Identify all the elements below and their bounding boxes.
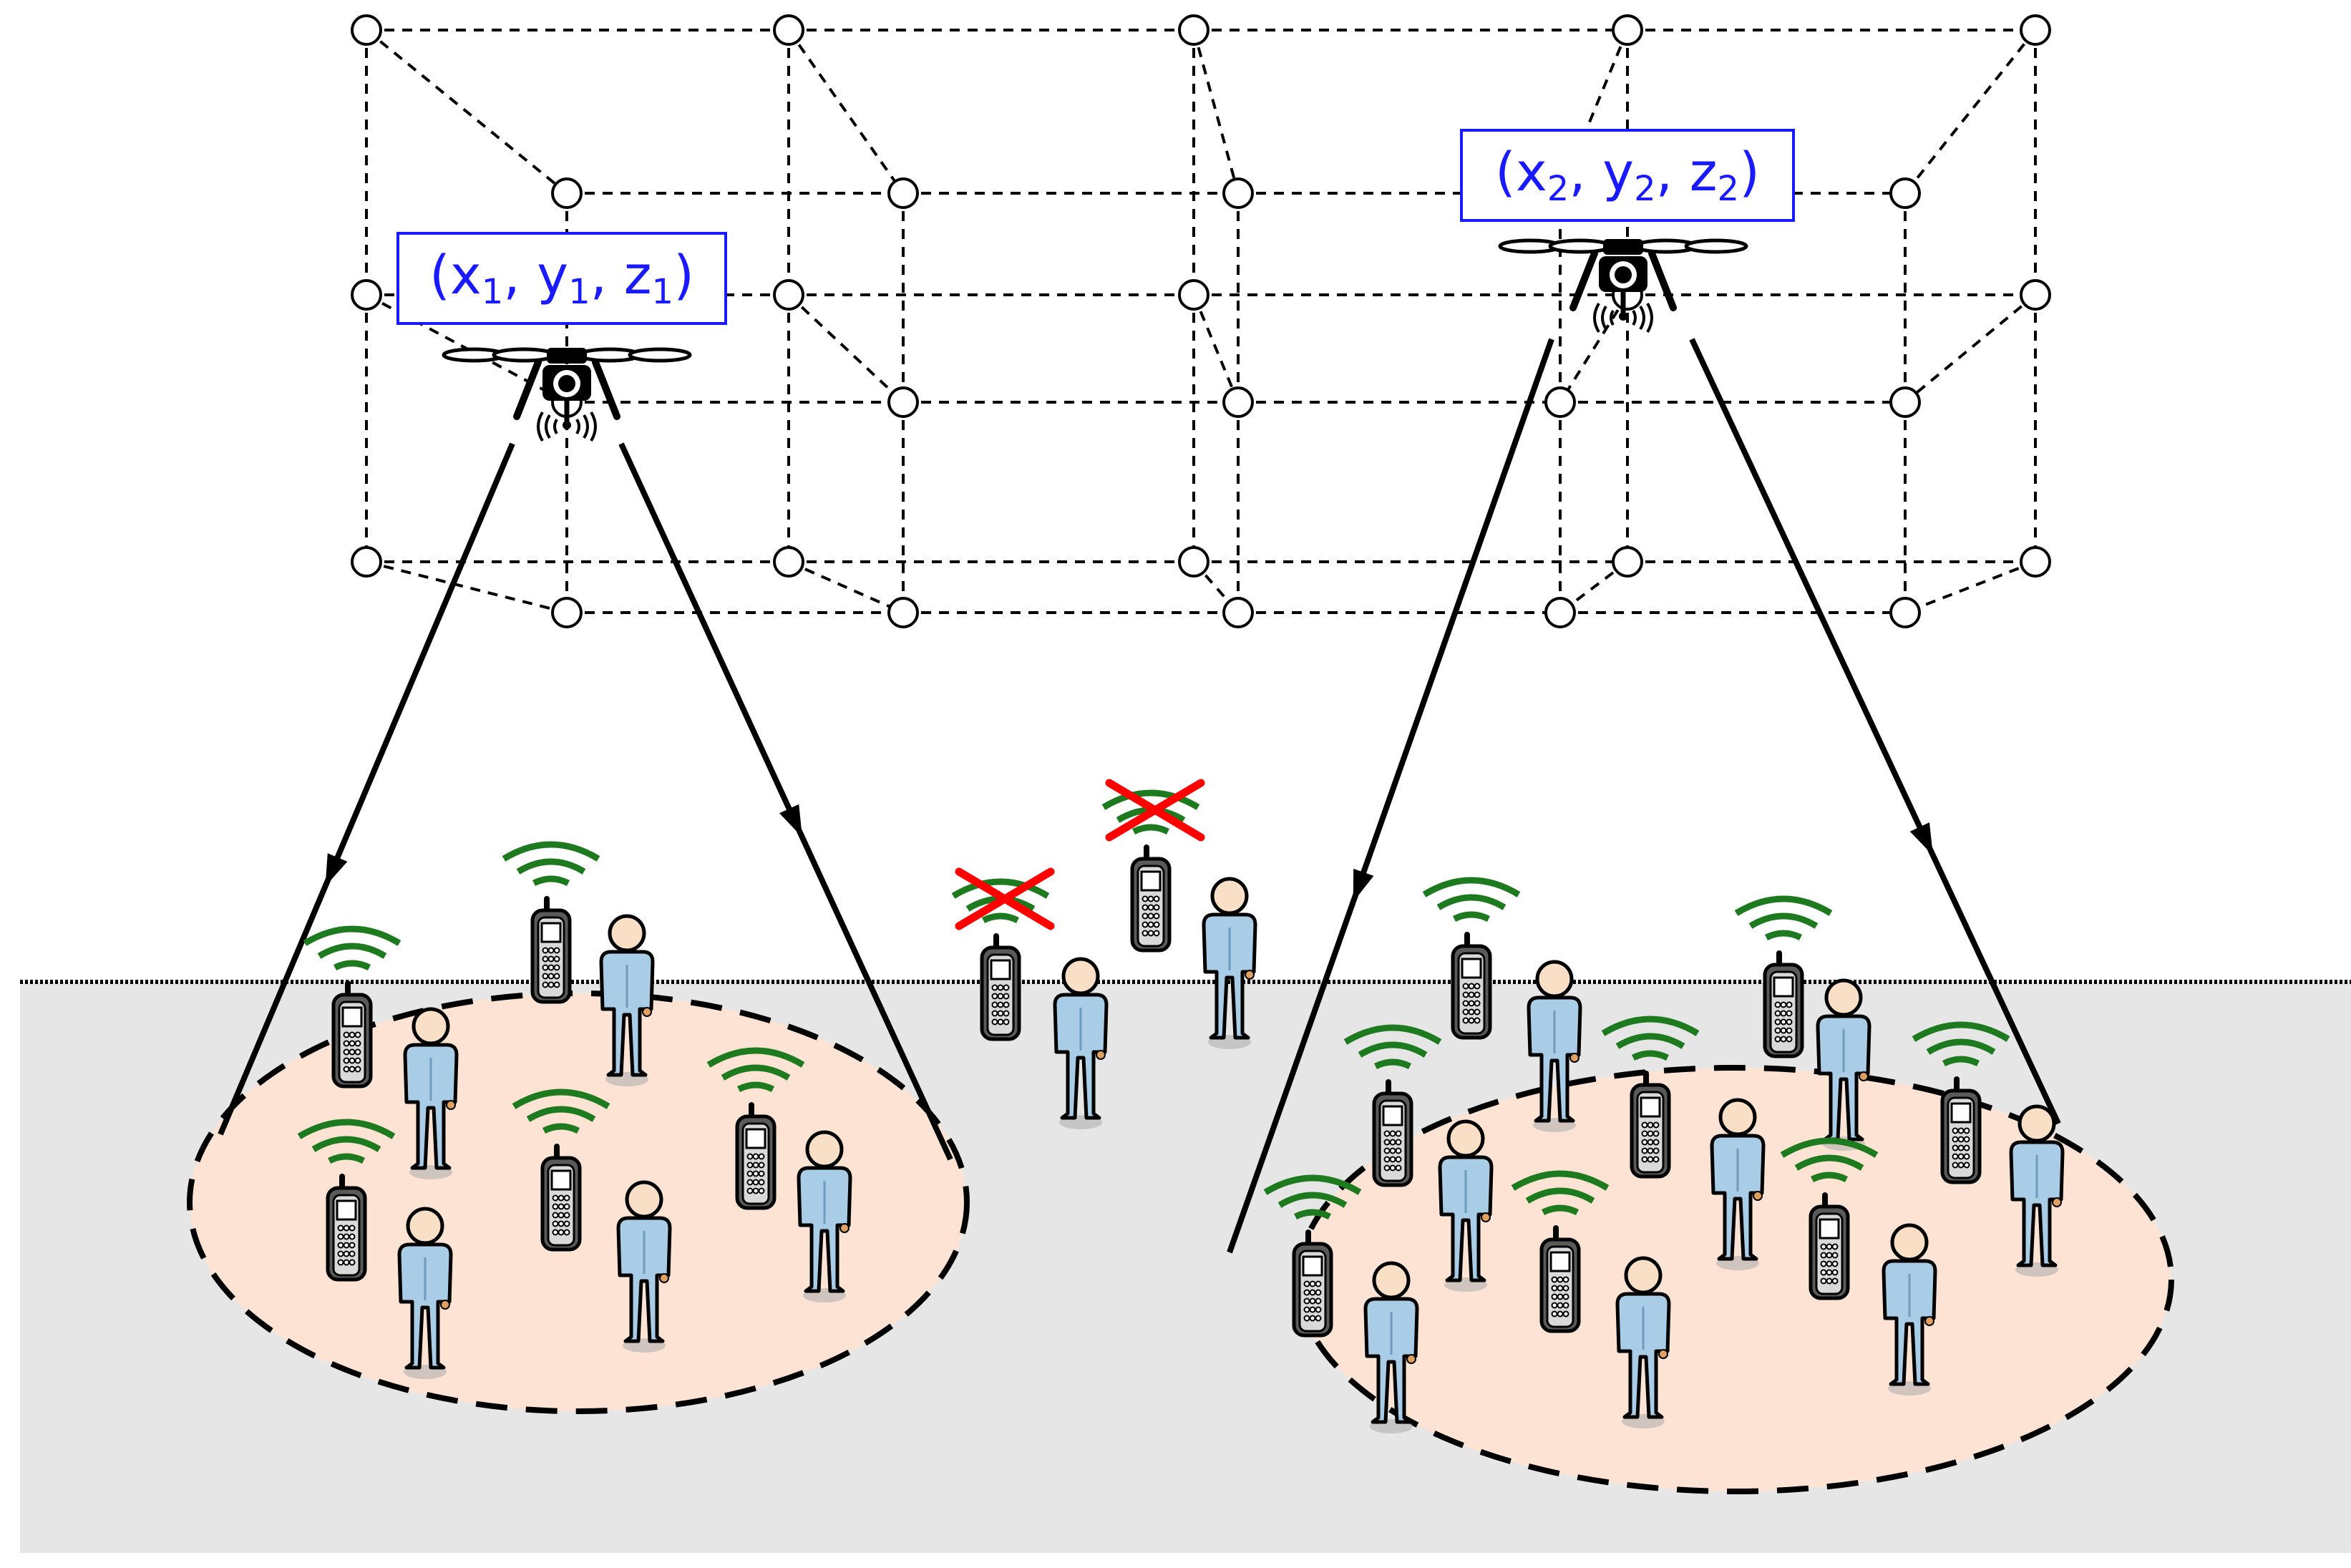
beam-arrowhead	[1353, 868, 1374, 902]
grid-node-icon	[551, 177, 583, 209]
grid-node-icon	[1889, 597, 1921, 628]
beam-arrowhead	[325, 853, 348, 887]
grid-node-icon	[1889, 177, 1921, 209]
candidate-position-grid	[351, 14, 2051, 628]
mobile-phone-icon	[1132, 847, 1169, 950]
mobile-phone-icon	[542, 1146, 580, 1250]
grid-node-icon	[2020, 546, 2051, 578]
grid-edge	[1192, 294, 1240, 403]
grid-node-icon	[551, 597, 583, 628]
grid-edge	[787, 29, 905, 195]
grid-node-icon	[2020, 279, 2051, 311]
mobile-phone-icon	[1453, 935, 1490, 1038]
quadcopter-drone-icon	[1500, 239, 1746, 332]
grid-node-icon	[351, 14, 382, 46]
beam-arrowhead	[779, 804, 802, 837]
grid-edge	[1904, 293, 2037, 404]
uav-coverage-beams	[218, 338, 2061, 1254]
grid-node-icon	[351, 279, 382, 311]
grid-edge	[1904, 29, 2037, 195]
mobile-phone-icon	[1374, 1082, 1411, 1185]
mobile-phone-icon	[532, 899, 570, 1002]
grid-node-icon	[1222, 177, 1254, 209]
grid-node-icon	[887, 386, 919, 418]
mobile-phone-icon	[982, 936, 1019, 1039]
grid-node-icon	[1544, 386, 1576, 418]
grid-edge	[1904, 560, 2036, 614]
grid-node-icon	[1178, 14, 1209, 46]
grid-node-icon	[1222, 597, 1254, 628]
mobile-phone-icon	[328, 1177, 365, 1280]
mobile-phone-icon	[1542, 1228, 1579, 1331]
wifi-signal-icon	[1736, 899, 1831, 938]
grid-node-icon	[887, 177, 919, 209]
grid-node-icon	[2020, 14, 2051, 46]
grid-edge	[365, 29, 568, 195]
grid-node-icon	[1889, 386, 1921, 418]
grid-node-icon	[773, 14, 804, 46]
beam-uav2-left	[1227, 338, 1554, 1254]
wifi-signal-icon	[305, 929, 399, 968]
grid-node-icon	[1178, 279, 1209, 311]
mobile-phone-icon	[1811, 1195, 1848, 1298]
beam-uav2-right	[1689, 338, 2061, 1125]
uav1-coordinate-label: (x1, y1, z1)	[396, 232, 727, 325]
grid-edge	[788, 560, 904, 614]
grid-node-icon	[1612, 546, 1643, 578]
grid-node-icon	[1544, 597, 1576, 628]
mobile-phone-icon	[737, 1105, 774, 1208]
grid-edge	[366, 560, 568, 614]
mobile-phone-icon	[1942, 1079, 1980, 1182]
uav1-coordinates: (x1, y1, z1)	[429, 245, 694, 312]
uav2-coordinates: (x2, y2, z2)	[1495, 142, 1760, 209]
grid-node-icon	[887, 597, 919, 628]
beam-uav1-right	[618, 442, 953, 1161]
grid-edge	[787, 293, 905, 404]
grid-node-icon	[351, 546, 382, 578]
mobile-phone-icon	[1632, 1073, 1669, 1177]
grid-edge	[1559, 560, 1629, 614]
grid-node-icon	[773, 279, 804, 311]
grid-node-icon	[773, 546, 804, 578]
grid-node-icon	[1612, 14, 1643, 46]
mobile-phone-icon	[1765, 953, 1802, 1056]
wifi-signal-icon	[504, 844, 598, 883]
grid-edge	[1559, 293, 1629, 404]
mobile-phone-icon	[334, 983, 371, 1086]
beam-uav1-left	[218, 442, 515, 1136]
grid-node-icon	[1178, 546, 1209, 578]
uav2-coordinate-label: (x2, y2, z2)	[1460, 129, 1795, 222]
wifi-signal-icon	[1424, 880, 1519, 919]
grid-edge	[1192, 29, 1240, 194]
mobile-phone-icon	[1294, 1232, 1331, 1335]
beam-arrowhead	[1909, 822, 1933, 856]
grid-node-icon	[1222, 386, 1254, 418]
quadcopter-drone-icon	[444, 348, 690, 441]
